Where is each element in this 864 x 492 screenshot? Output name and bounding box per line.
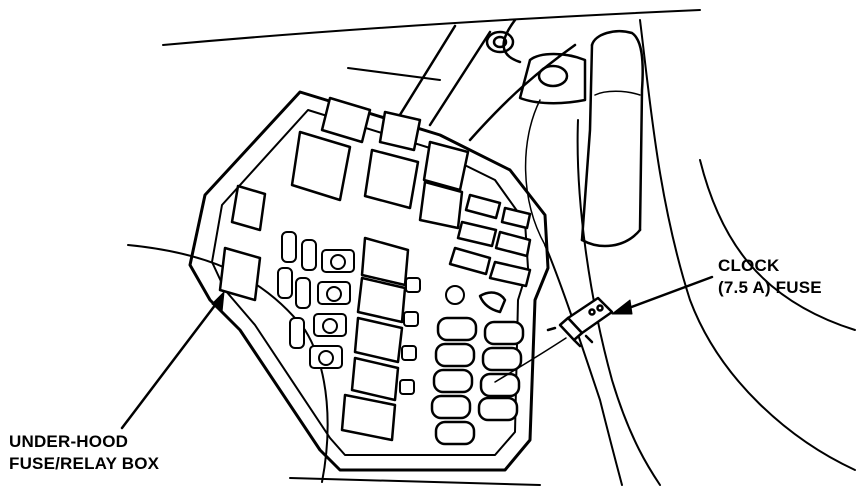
leader-lines	[120, 275, 714, 430]
clock-fuse-label: CLOCK (7.5 A) FUSE	[718, 255, 822, 299]
relays	[218, 96, 470, 442]
leader-line-fuse-box	[120, 294, 224, 430]
hose	[580, 29, 644, 248]
arrowhead-fuse-box	[211, 291, 225, 313]
fuse-sockets	[277, 231, 465, 395]
fuse-box-label-line1: UNDER-HOOD	[9, 432, 129, 451]
clock-fuse-label-line2: (7.5 A) FUSE	[718, 278, 822, 297]
fuse-box-label-line2: FUSE/RELAY BOX	[9, 454, 160, 473]
arrowheads	[211, 291, 633, 315]
fuse-box-label: UNDER-HOOD FUSE/RELAY BOX	[9, 431, 159, 475]
clock-fuse	[546, 296, 614, 348]
leader-line-clock-fuse	[616, 275, 714, 314]
arrowhead-clock-fuse	[611, 299, 633, 315]
mounting-bracket	[396, 18, 587, 142]
mini-fuse-rows	[430, 193, 532, 446]
fuse-box-housing	[188, 90, 550, 472]
clock-fuse-label-line1: CLOCK	[718, 256, 780, 275]
